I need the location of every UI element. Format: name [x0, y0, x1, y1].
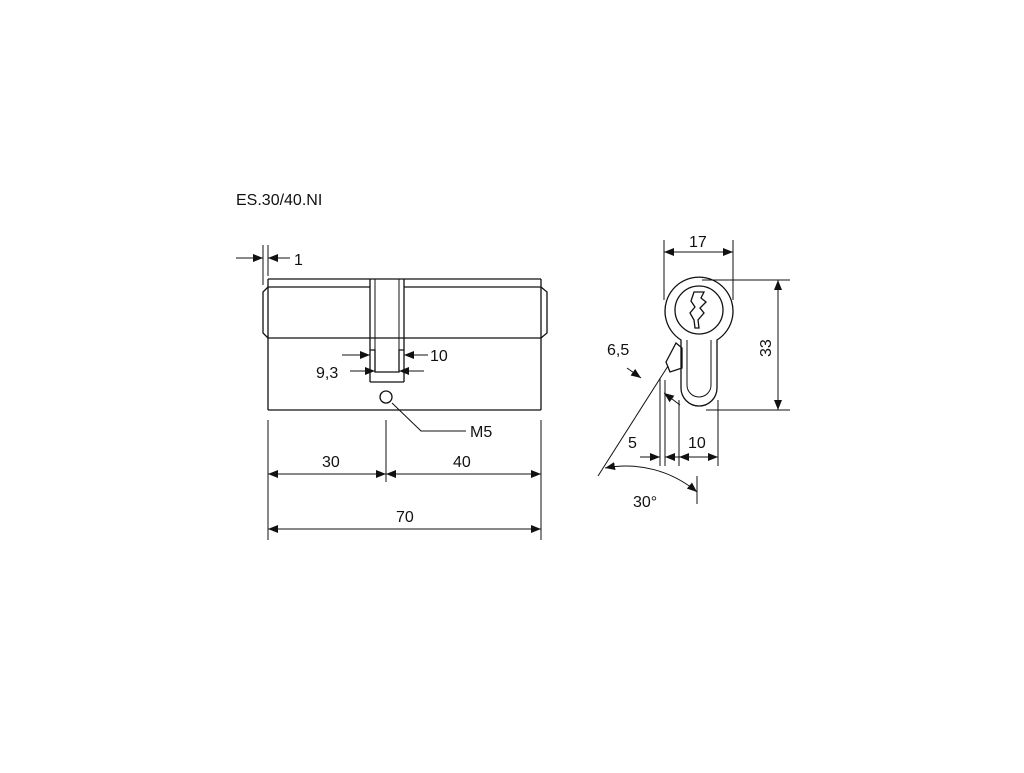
dim-left: 30 — [268, 454, 386, 478]
dim-cam-offset: 5 — [628, 435, 680, 461]
dim-angle: 30° — [597, 365, 698, 511]
dim-cam-label: 6,5 — [607, 342, 629, 359]
model-code-label: ES.30/40.NI — [236, 192, 322, 209]
dim-total-label: 70 — [396, 509, 414, 526]
dim-body: 10 — [679, 435, 718, 461]
dim-total: 70 — [268, 509, 541, 533]
cylinder-profile — [664, 276, 734, 407]
cam — [665, 341, 683, 373]
dim-width: 17 — [663, 234, 734, 300]
dim-cam-slot-label: 10 — [430, 348, 448, 365]
dim-cam: 6,5 — [607, 342, 681, 406]
dim-screw-label: M5 — [470, 424, 492, 441]
cylinder-body — [262, 278, 548, 411]
dim-angle-label: 30° — [633, 494, 657, 511]
dim-cam-width-label: 9,3 — [316, 365, 338, 382]
front-view: 1 10 9,3 M5 30 40 — [236, 245, 548, 540]
dim-height: 33 — [702, 279, 790, 411]
dim-body-label: 10 — [688, 435, 706, 452]
dim-height-label: 33 — [758, 339, 775, 357]
keyway-icon — [689, 291, 707, 329]
side-view: 17 33 6,5 30° 5 — [597, 234, 790, 511]
screw-hole — [379, 390, 393, 404]
dim-cam-offset-label: 5 — [628, 435, 637, 452]
dim-width-label: 17 — [689, 234, 707, 251]
dim-offset-label: 1 — [294, 252, 303, 269]
dim-cam-slot: 10 — [342, 348, 448, 365]
dim-cam-width: 9,3 — [316, 365, 424, 382]
dim-offset: 1 — [236, 245, 303, 285]
dim-right-label: 40 — [453, 454, 471, 471]
dim-screw: M5 — [391, 402, 492, 441]
dim-right: 40 — [386, 454, 541, 478]
dim-left-label: 30 — [322, 454, 340, 471]
